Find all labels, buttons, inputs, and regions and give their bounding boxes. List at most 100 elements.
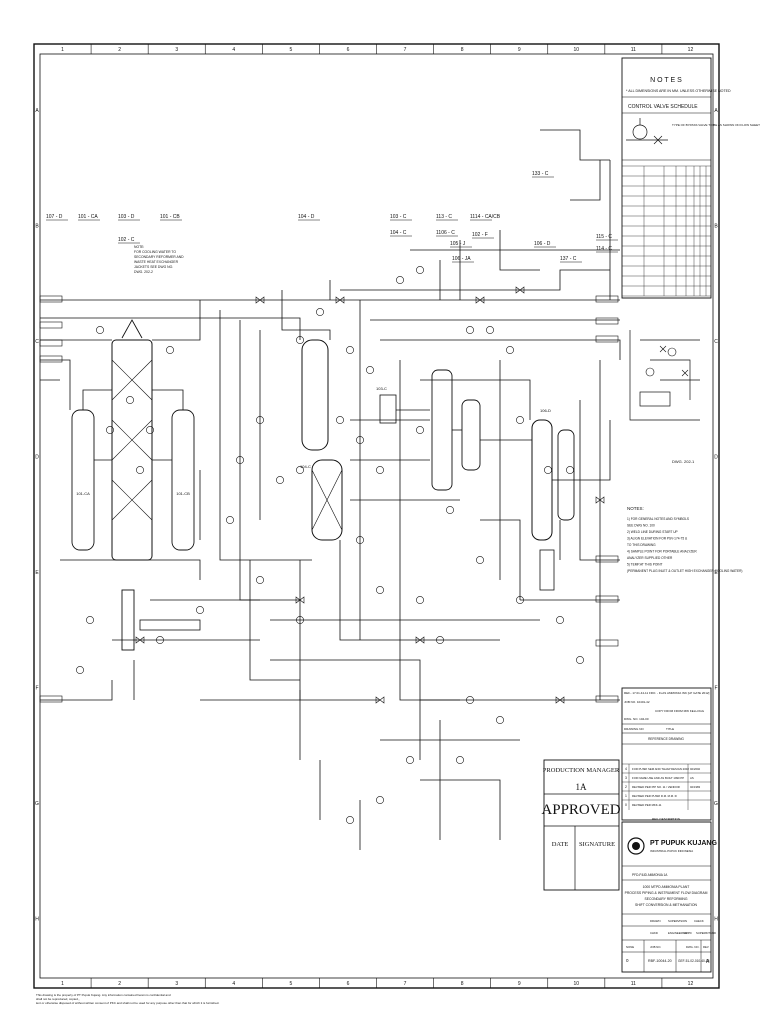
row-label-right-G: G bbox=[714, 801, 718, 807]
drawing-note-line: 1) FOR GENERAL NOTES AND SYMBOLS bbox=[627, 517, 689, 521]
revision-description: REVISED PER PIP NO. 11 / VENDOR bbox=[632, 785, 680, 789]
dwg-no-label: DWG. NO. bbox=[686, 945, 700, 949]
superintendent-label: SUPERINTEND bbox=[696, 931, 716, 935]
process-line bbox=[399, 360, 460, 701]
process-line bbox=[499, 230, 540, 271]
cooling-water-note-line: SECONDARY REFORMER AND bbox=[134, 255, 184, 259]
approved-stamp: APPROVED bbox=[541, 802, 620, 818]
equipment-tag: 1114 - CA/CB bbox=[470, 214, 501, 220]
revision-date: 02/1983 bbox=[690, 785, 701, 789]
column-label-10: 10 bbox=[574, 47, 580, 53]
instrument-bubble bbox=[416, 596, 424, 604]
instrument-bubble bbox=[156, 636, 164, 644]
column-label-4: 4 bbox=[232, 47, 235, 53]
notes-heading: N O T E S bbox=[650, 77, 682, 84]
column-label-bottom-9: 9 bbox=[518, 981, 521, 987]
process-line bbox=[281, 290, 331, 340]
revision-number: 0 bbox=[625, 803, 627, 807]
column-label-bottom-10: 10 bbox=[574, 981, 580, 987]
row-label-D: D bbox=[35, 454, 39, 460]
unit-name: PFD-P&ID AMMONIA 1A bbox=[632, 873, 668, 877]
equipment-tag: 114 - C bbox=[596, 246, 612, 252]
revision-number: 1 bbox=[625, 794, 627, 798]
row-label-B: B bbox=[35, 223, 39, 229]
cooling-water-note-line: NOTE: bbox=[134, 245, 144, 249]
line-terminal-box bbox=[595, 639, 619, 647]
drawing-note-line: ANALYZER SUPPLIED OTHER bbox=[627, 556, 673, 560]
instrument-bubble bbox=[566, 466, 574, 474]
process-line bbox=[40, 317, 301, 340]
sheet-letter: A bbox=[706, 959, 710, 965]
row-label-G: G bbox=[35, 801, 39, 807]
rev-number: 0 bbox=[626, 958, 629, 963]
approval-subtitle: 1A bbox=[576, 782, 588, 792]
process-line bbox=[340, 269, 610, 291]
column-label-bottom-12: 12 bbox=[688, 981, 694, 987]
drawing-title-line: 1000 MTPD AMMONIA PLANT bbox=[643, 885, 690, 889]
job-number: RBF-10044-20 bbox=[648, 959, 672, 963]
equipment-tag: 105 - J bbox=[450, 241, 466, 247]
process-line bbox=[60, 559, 201, 580]
instrument-bubble bbox=[96, 326, 104, 334]
instrument-bubble bbox=[256, 416, 264, 424]
copy-from: COPY FROM FROM MW KELLOGG bbox=[655, 709, 705, 713]
equipment-tag: 103 - D bbox=[118, 214, 135, 220]
instrument-bubble bbox=[196, 606, 204, 614]
process-line bbox=[579, 400, 620, 561]
row-label-A: A bbox=[35, 108, 39, 114]
drawing-title-line: SHIFT CONVERSION & METHANATION bbox=[635, 903, 698, 907]
valve-symbol bbox=[515, 286, 525, 294]
process-line bbox=[552, 420, 611, 481]
revision-number: 3 bbox=[625, 776, 627, 780]
vessel-label-103c: 103-C bbox=[376, 386, 387, 391]
row-label-right-C: C bbox=[714, 339, 718, 345]
column-label-bottom-7: 7 bbox=[404, 981, 407, 987]
instrument-bubble bbox=[366, 366, 374, 374]
equipment-tag: 106 - JA bbox=[452, 256, 471, 262]
line-terminal-box bbox=[39, 339, 63, 347]
process-line bbox=[40, 359, 71, 410]
column-label-1: 1 bbox=[61, 47, 64, 53]
row-label-right-H: H bbox=[714, 916, 718, 922]
checked-label: CHKD bbox=[650, 931, 658, 935]
company-logo bbox=[627, 837, 645, 855]
line-terminal-box bbox=[595, 335, 619, 343]
column-label-2: 2 bbox=[118, 47, 121, 53]
drawing-note-line: 2) WELD LINE DURING START UP bbox=[627, 530, 678, 534]
line-terminal-box bbox=[595, 555, 619, 563]
job-ref: JOB NO. 10401-42 bbox=[624, 700, 650, 704]
process-line bbox=[480, 519, 521, 600]
revision-description: FOR PUSRI SEM AND TAHAP DESIGN 2002 bbox=[632, 767, 689, 771]
drawing-note-line: (PERMANENT PLUG INLET & OUTLET HIGH EXCH… bbox=[627, 569, 742, 573]
control-valve-schedule-table bbox=[622, 165, 711, 297]
revision-number: 4 bbox=[625, 767, 627, 771]
column-label-bottom-4: 4 bbox=[232, 981, 235, 987]
process-line bbox=[380, 339, 621, 360]
process-line bbox=[570, 160, 601, 201]
instrument-bubble bbox=[146, 426, 154, 434]
signature-label: SIGNATURE bbox=[579, 841, 615, 848]
instrument-bubble bbox=[476, 556, 484, 564]
equipment-tag: 103 - C bbox=[390, 214, 407, 220]
instrument-bubble bbox=[356, 436, 364, 444]
valve-symbol bbox=[415, 636, 425, 644]
scale-label: NONE bbox=[626, 945, 634, 949]
line-terminal-box bbox=[39, 355, 63, 363]
instrument-bubble bbox=[406, 756, 414, 764]
instrument-bubble bbox=[126, 396, 134, 404]
process-line bbox=[40, 680, 113, 701]
valve-symbol bbox=[295, 596, 305, 604]
revision-description: REVISED PER MKK-11 bbox=[632, 803, 662, 807]
valve-symbol bbox=[555, 696, 565, 704]
row-label-C: C bbox=[35, 339, 39, 345]
sketch-dwg-ref: DWG. 202-1 bbox=[672, 459, 695, 464]
instrument-bubble bbox=[226, 516, 234, 524]
column-label-7: 7 bbox=[404, 47, 407, 53]
column-label-bottom-3: 3 bbox=[175, 981, 178, 987]
instrument-bubbles bbox=[39, 266, 619, 824]
vessel-label-101cb: 101-CB bbox=[176, 491, 190, 496]
revision-date: 02/2002 bbox=[690, 767, 701, 771]
